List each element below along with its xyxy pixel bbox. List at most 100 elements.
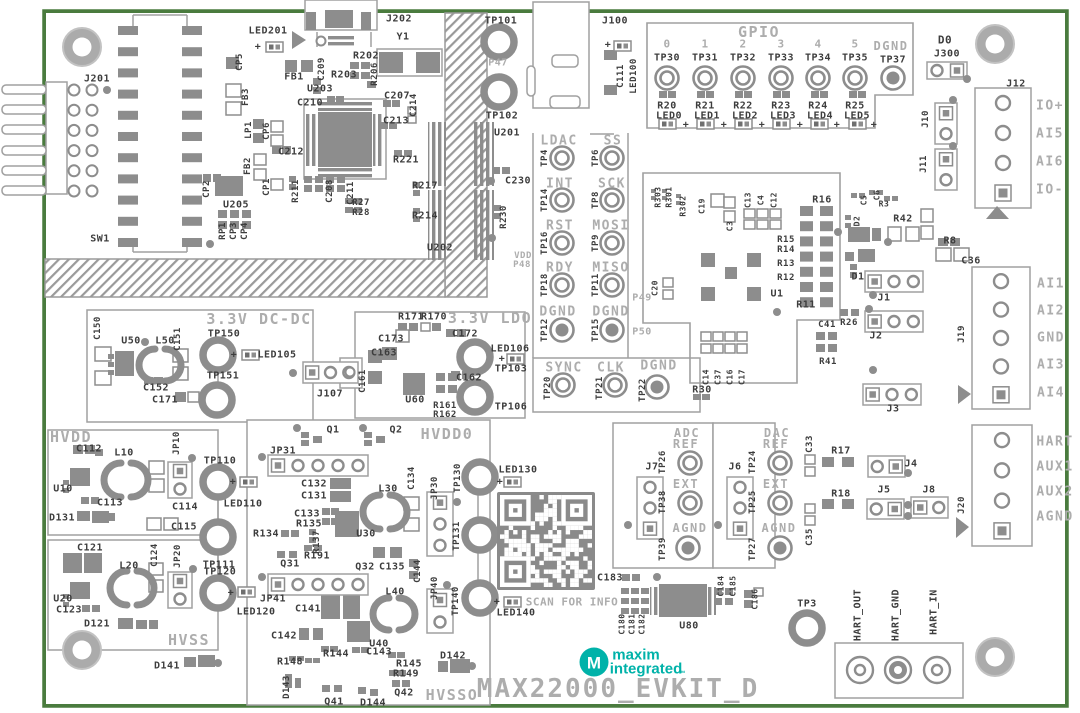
label-LED100: LED100 xyxy=(629,58,639,94)
smd-pad xyxy=(872,228,881,241)
smd-pad xyxy=(493,213,501,219)
through-hole-pad xyxy=(85,83,99,97)
smd-pad xyxy=(662,289,674,300)
label-L10: L10 xyxy=(114,448,134,459)
smd-pad xyxy=(662,189,667,193)
label-J6: J6 xyxy=(728,462,741,473)
orientation-dot xyxy=(884,238,892,246)
smd-pad xyxy=(118,132,138,141)
smd-pad xyxy=(321,646,329,652)
smd-pad xyxy=(330,478,351,489)
section-outline-path xyxy=(646,22,914,129)
label-C180: C180 xyxy=(618,613,627,634)
smd-pad xyxy=(884,196,890,201)
smd-pad xyxy=(242,210,251,218)
smd-pad xyxy=(604,50,617,60)
qr-module xyxy=(583,530,588,535)
label-AI6: AI6 xyxy=(1036,155,1064,170)
label-Q2: Q2 xyxy=(389,425,402,436)
qr-module xyxy=(508,525,514,531)
qr-module xyxy=(561,582,566,587)
label-TP18: TP18 xyxy=(540,273,550,297)
smd-pad xyxy=(659,584,707,617)
qr-module xyxy=(556,573,562,579)
smd-pad xyxy=(361,12,371,30)
header-pin xyxy=(885,387,899,402)
smd-pad xyxy=(392,100,400,107)
qr-module xyxy=(561,551,566,557)
smd-pad xyxy=(395,329,410,343)
smd-pad xyxy=(289,184,296,190)
smd-pad xyxy=(354,207,362,213)
label-MAX22000_EVKIT_D: MAX22000_EVKIT_D xyxy=(477,674,759,704)
smd-pad xyxy=(337,176,345,183)
smd-pad xyxy=(448,385,457,393)
label-C183: C183 xyxy=(597,573,623,584)
qr-module xyxy=(539,516,544,522)
test-point-large xyxy=(199,336,237,374)
connector-slot xyxy=(1,84,47,95)
qr-module xyxy=(535,516,540,522)
smd-pad xyxy=(253,168,267,181)
qr-module xyxy=(556,569,562,574)
smd-pad xyxy=(840,309,848,316)
led-pad xyxy=(251,352,256,358)
label-C185: C185 xyxy=(729,575,738,596)
label-R211: R211 xyxy=(291,179,301,203)
through-hole-pad xyxy=(85,123,99,137)
label-R27: R27 xyxy=(352,198,370,208)
qr-module xyxy=(526,551,531,557)
qr-module xyxy=(556,521,562,526)
led-pad xyxy=(810,118,829,130)
label-R149: R149 xyxy=(393,669,419,680)
header-pin xyxy=(291,458,305,473)
test-point-center xyxy=(773,70,789,86)
label-CP5: CP5 xyxy=(235,53,245,71)
label-R202: R202 xyxy=(353,51,379,62)
ic-pin-row xyxy=(373,114,384,166)
connector-slot xyxy=(551,54,579,68)
label-C181: C181 xyxy=(628,613,637,634)
label-TP14: TP14 xyxy=(540,188,550,212)
header-pin xyxy=(869,502,883,516)
label-R214: R214 xyxy=(412,211,438,222)
label-JP10: JP10 xyxy=(172,431,182,455)
header-pin-square xyxy=(274,581,282,588)
smd-pad xyxy=(710,193,725,208)
label-J20: J20 xyxy=(957,496,967,514)
smd-pad xyxy=(811,91,819,98)
smd-pad xyxy=(668,91,676,98)
smd-pad xyxy=(800,221,813,232)
smd-pad xyxy=(182,153,202,163)
smd-pad xyxy=(756,208,769,219)
label-RP1: RP1 xyxy=(218,222,228,240)
header-pin xyxy=(433,538,447,553)
smd-pad xyxy=(358,687,366,694)
label-+: + xyxy=(497,477,504,488)
header-pin xyxy=(993,431,1011,449)
qr-module xyxy=(508,538,514,544)
label-+: + xyxy=(499,354,506,365)
qr-module xyxy=(543,569,549,574)
label-U50: U50 xyxy=(121,336,141,347)
qr-module xyxy=(535,569,540,574)
header-pin xyxy=(643,501,657,515)
label-LP1: LP1 xyxy=(244,121,254,139)
smd-pad xyxy=(337,185,345,192)
qr-module xyxy=(574,538,579,544)
qr-module xyxy=(570,560,575,566)
smd-pad xyxy=(714,598,722,605)
test-point-large xyxy=(788,609,826,647)
qr-module xyxy=(530,521,536,526)
label-C142: C142 xyxy=(271,631,297,642)
label-J300: J300 xyxy=(934,49,960,60)
label-CLK: CLK xyxy=(597,361,625,376)
smd-pad xyxy=(81,497,89,504)
smd-pad xyxy=(869,190,875,195)
smd-pad xyxy=(641,598,649,604)
smd-pad xyxy=(800,251,813,262)
inductor-coil xyxy=(359,491,384,533)
label-LED130: LED130 xyxy=(498,465,537,476)
qr-module xyxy=(500,534,505,539)
smd-pad xyxy=(313,436,322,443)
